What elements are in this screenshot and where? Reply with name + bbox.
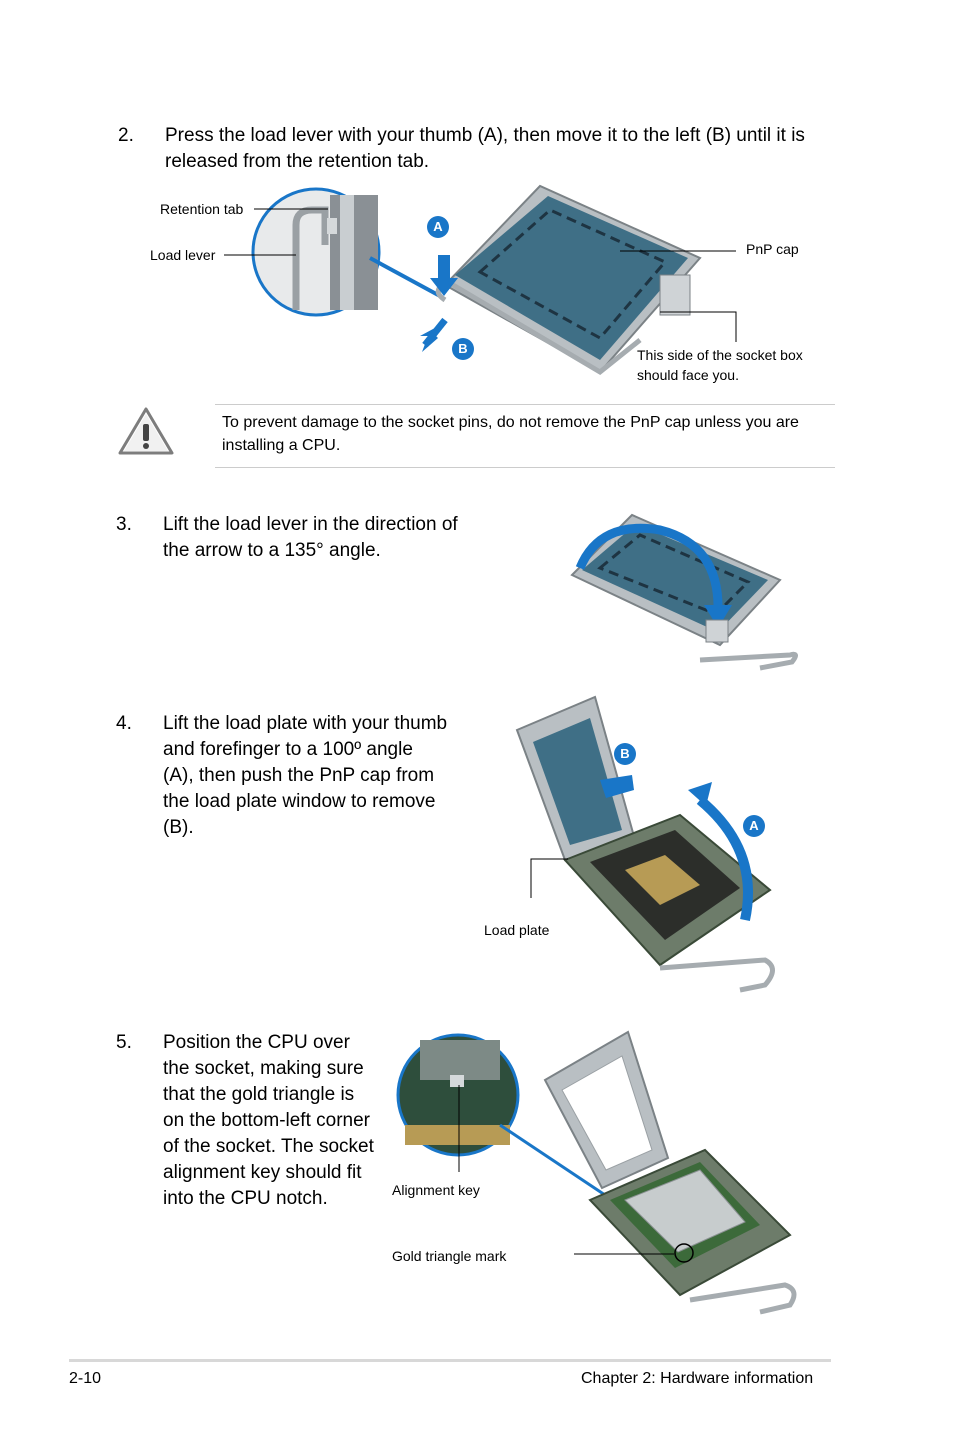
step-4-number: 4.	[116, 713, 132, 734]
socket-lever-illustration	[224, 184, 737, 376]
step-5-text: Position the CPU over the socket, making…	[163, 1032, 374, 1209]
alignment-key-label: Alignment key	[392, 1182, 480, 1198]
page-number: 2-10	[69, 1370, 102, 1387]
step-4-text: Lift the load plate with your thumb and …	[163, 713, 448, 838]
retention-tab-label: Retention tab	[160, 201, 244, 217]
load-lever-label: Load lever	[150, 247, 216, 263]
badge-b: B	[452, 338, 474, 360]
lever-lift-illustration	[570, 513, 798, 671]
load-plate-illustration	[515, 695, 775, 993]
load-plate-label: Load plate	[484, 922, 550, 938]
step-3-text: Lift the load lever in the direction of …	[163, 514, 458, 561]
badge-a-step4: A	[743, 815, 765, 837]
step-2-text: Press the load lever with your thumb (A)…	[165, 125, 805, 172]
badge-a: A	[427, 216, 449, 238]
note-bottom-rule	[215, 467, 835, 468]
cpu-placement-illustration	[396, 1030, 797, 1315]
footer-rule	[69, 1359, 831, 1362]
pnp-cap-label: PnP cap	[746, 241, 799, 257]
gold-triangle-label: Gold triangle mark	[392, 1248, 507, 1264]
badge-b-step4: B	[614, 743, 636, 765]
step-5-number: 5.	[116, 1032, 132, 1053]
chapter-title: Chapter 2: Hardware information	[581, 1370, 814, 1387]
warning-text: To prevent damage to the socket pins, do…	[222, 414, 799, 454]
note-top-rule	[215, 404, 835, 405]
socket-side-label: This side of the socket box should face …	[637, 347, 803, 383]
warning-triangle-icon	[118, 407, 174, 455]
step-2-number: 2.	[118, 125, 134, 146]
step-3-number: 3.	[116, 514, 132, 535]
